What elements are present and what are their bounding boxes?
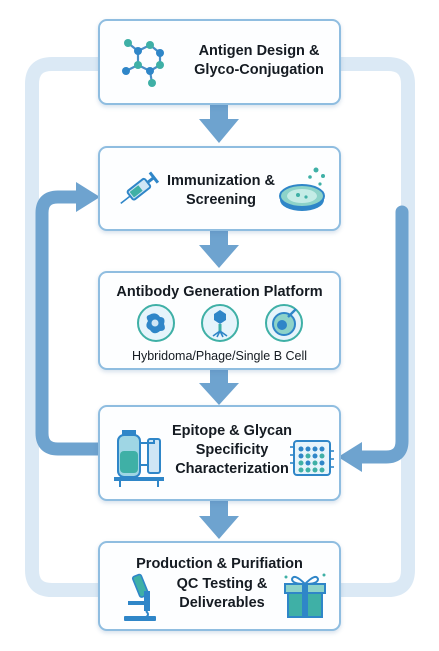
molecule-icon — [122, 39, 164, 87]
step-immunization: Immunization & Screening — [98, 146, 341, 231]
gift-box-icon — [284, 573, 326, 618]
syringe-icon — [120, 171, 160, 205]
hybridoma-cell-icon — [137, 304, 175, 342]
step-production-qc: Production & Purifiation QC Testing & De… — [98, 541, 341, 631]
step-2-line-2: Screening — [185, 192, 257, 208]
step-1-line-1: Antigen Design & — [198, 43, 320, 59]
microscope-icon — [124, 573, 156, 621]
step-epitope-characterization: Epitope & Glycan Specificity Characteriz… — [98, 405, 341, 501]
step-4-line-2: Specificity — [195, 442, 269, 458]
b-cell-icon — [265, 304, 303, 342]
phage-icon — [201, 304, 239, 342]
down-arrow-4 — [199, 501, 239, 539]
down-arrows — [199, 104, 239, 539]
step-2-line-1: Immunization & — [167, 173, 275, 189]
down-arrow-3 — [199, 369, 239, 405]
step-antibody-generation: Antibody Generation Platform Hybridoma/P… — [98, 271, 341, 370]
step-1-line-2: Glyco-Conjugation — [194, 62, 324, 78]
microplate-icon — [290, 440, 334, 476]
step-antigen-design: Antigen Design & Glyco-Conjugation — [98, 19, 341, 105]
right-feedback-arrow — [338, 205, 409, 472]
petri-dish-icon — [279, 167, 325, 211]
step-4-line-1: Epitope & Glycan — [171, 423, 293, 439]
step-5-line-2: QC Testing & — [176, 576, 268, 592]
down-arrow-1 — [199, 104, 239, 143]
left-feedback-arrow — [35, 182, 100, 456]
step-3-subtitle: Hybridoma/Phage/Single B Cell — [131, 349, 308, 363]
down-arrow-2 — [199, 230, 239, 268]
step-5-line-3: Deliverables — [179, 595, 265, 611]
bioreactor-icon — [114, 430, 164, 487]
step-4-line-3: Characterization — [175, 461, 289, 477]
step-3-title: Antibody Generation Platform — [116, 284, 323, 300]
step-5-line-1: Production & Purifiation — [136, 556, 303, 572]
